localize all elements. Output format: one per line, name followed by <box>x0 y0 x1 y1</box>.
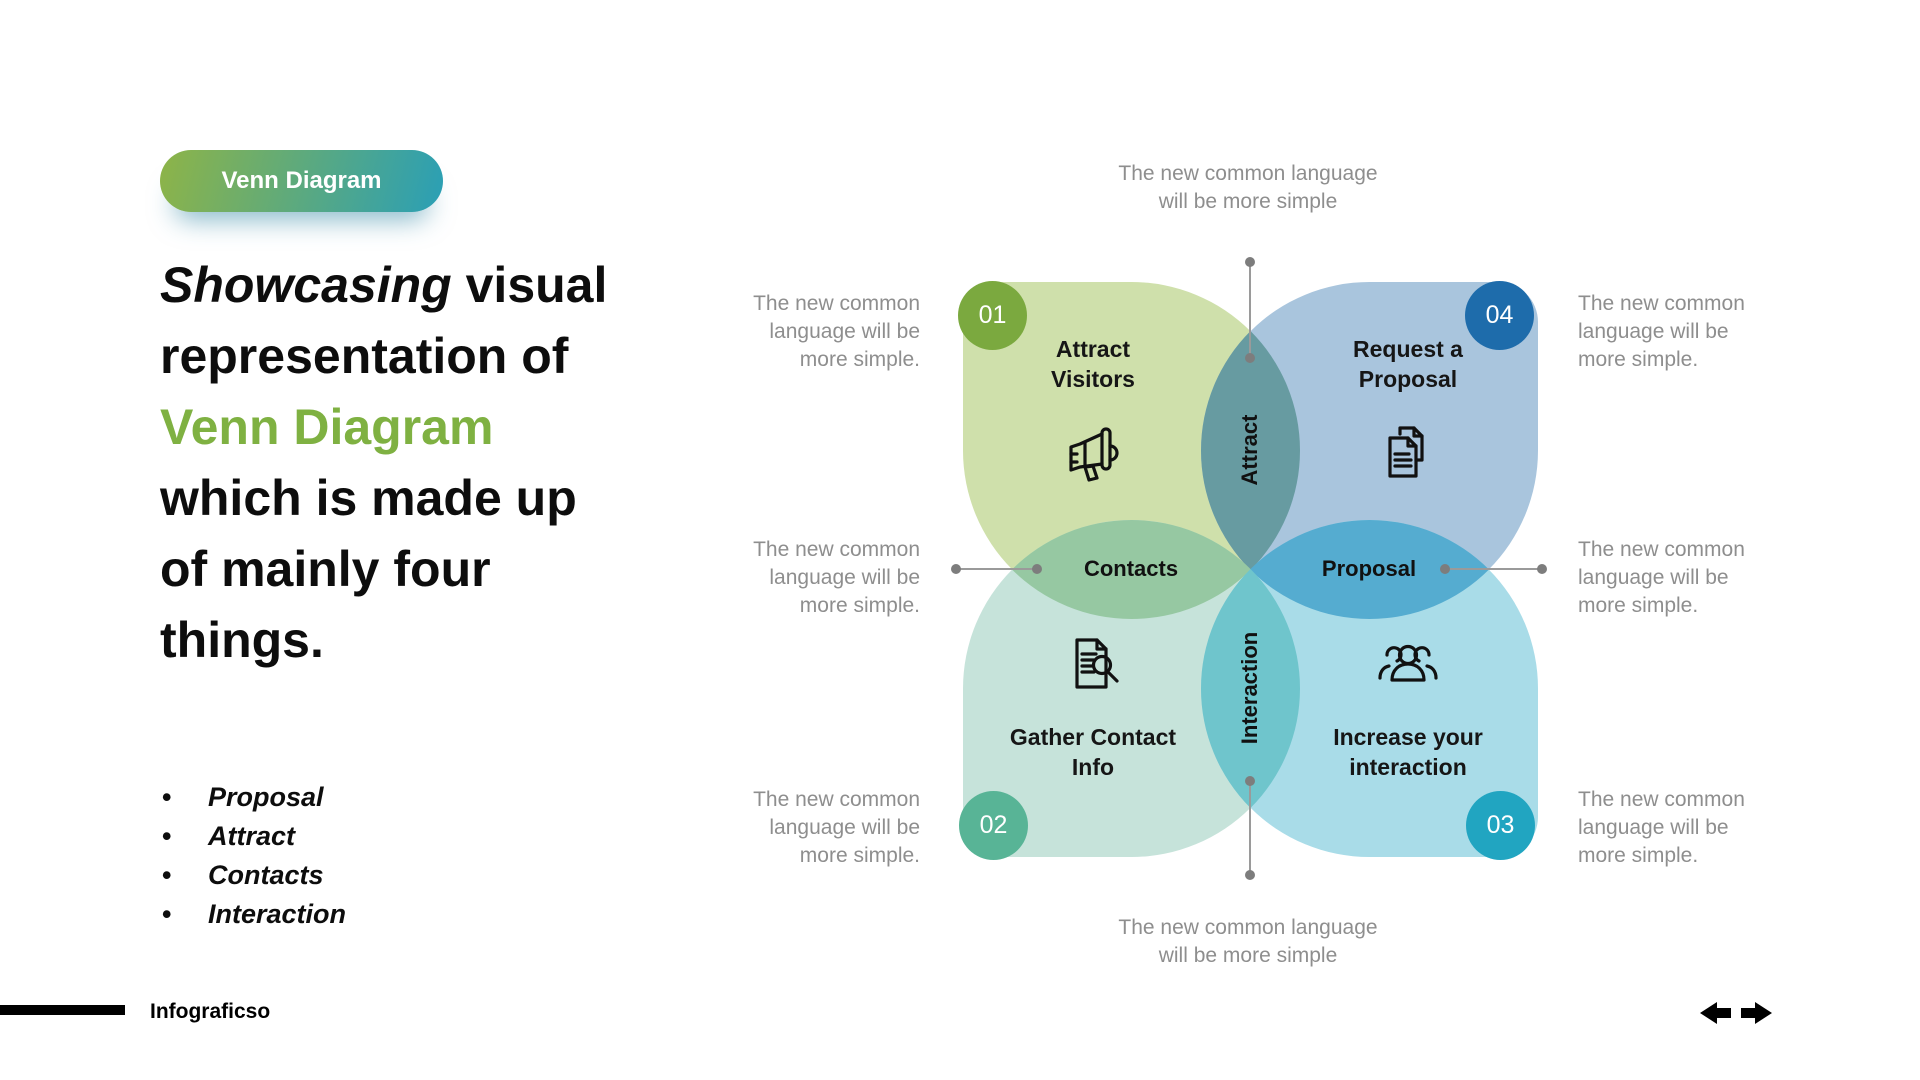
caption-line: The new common <box>753 292 920 315</box>
brand-name: Infograficso <box>150 1000 271 1023</box>
caption-line: language will be <box>769 566 920 589</box>
connector-bottom <box>1249 781 1251 875</box>
nav-arrows <box>1700 1002 1772 1024</box>
megaphone-icon <box>1069 427 1119 482</box>
petal-content-gather-contact-info: Gather Contact Info <box>993 632 1193 782</box>
list-item-label: Attract <box>208 821 296 851</box>
caption-line: language will be <box>769 816 920 839</box>
connector-dot <box>1245 870 1255 880</box>
caption-line: language will be <box>1578 566 1729 589</box>
caption-bottom: The new common language will be more sim… <box>1078 914 1418 970</box>
tag-pill-label: Venn Diagram <box>221 167 382 194</box>
headline-line4: which is made up <box>160 470 577 526</box>
connector-right <box>1445 568 1542 570</box>
caption-line: language will be <box>1578 816 1729 839</box>
caption-line: The new common <box>753 538 920 561</box>
list-item: Interaction <box>160 895 346 934</box>
venn-diagram-tag-pill: Venn Diagram <box>160 150 443 212</box>
petal-title: Attract Visitors <box>1051 336 1135 392</box>
list-item-label: Contacts <box>208 860 324 890</box>
list-item: Proposal <box>160 778 346 817</box>
list-item-label: Proposal <box>208 782 324 812</box>
number-badge-04: 04 <box>1465 281 1534 350</box>
number-badge-03: 03 <box>1466 791 1535 860</box>
caption-line: language will be <box>1578 320 1729 343</box>
venn-diagram: Attract Contacts Proposal Interaction 01… <box>951 257 1547 880</box>
petal-content-increase-your-interaction: Increase your interaction <box>1308 632 1508 782</box>
list-item: Contacts <box>160 856 346 895</box>
caption-line: will be more simple <box>1158 944 1338 967</box>
list-item: Attract <box>160 817 346 856</box>
caption-right-middle: The new common language will be more sim… <box>1578 536 1798 620</box>
caption-line: The new common <box>753 788 920 811</box>
headline-line5: of mainly four <box>160 541 491 597</box>
caption-line: will be more simple <box>1158 190 1338 213</box>
slide-navigation <box>1700 1000 1772 1026</box>
connector-dot <box>1245 353 1255 363</box>
caption-line: The new common <box>1578 788 1745 811</box>
number-badge-01: 01 <box>958 281 1027 350</box>
caption-right-bottom: The new common language will be more sim… <box>1578 786 1798 870</box>
caption-line: more simple. <box>1578 594 1699 617</box>
connector-dot <box>951 564 961 574</box>
document-search-icon <box>1075 638 1119 689</box>
caption-line: more simple. <box>1578 348 1699 371</box>
lens-label-proposal: Proposal <box>1321 556 1417 581</box>
number-badge-02: 02 <box>959 791 1028 860</box>
list-item-label: Interaction <box>208 899 347 929</box>
headline-line6: things. <box>160 612 324 668</box>
caption-line: The new common <box>1578 292 1745 315</box>
lens-label-contacts: Contacts <box>1083 556 1179 581</box>
people-group-icon <box>1378 644 1438 682</box>
caption-left-bottom: The new common language will be more sim… <box>700 786 920 870</box>
footer-accent-bar <box>0 1005 125 1015</box>
caption-line: The new common language <box>1118 916 1378 939</box>
connector-left <box>956 568 1037 570</box>
caption-left-middle: The new common language will be more sim… <box>700 536 920 620</box>
caption-line: more simple. <box>799 844 920 867</box>
prev-arrow-icon[interactable] <box>1700 1002 1731 1024</box>
caption-line: language will be <box>769 320 920 343</box>
lens-label-attract: Attract <box>1237 414 1262 486</box>
caption-line: more simple. <box>1578 844 1699 867</box>
headline-line1-rest: visual <box>451 257 608 313</box>
caption-left-top: The new common language will be more sim… <box>700 290 920 374</box>
connector-dot <box>1537 564 1547 574</box>
connector-dot <box>1032 564 1042 574</box>
next-arrow-icon[interactable] <box>1741 1002 1772 1024</box>
petal-title: Increase your interaction <box>1333 724 1483 780</box>
documents-icon <box>1388 426 1424 478</box>
caption-right-top: The new common language will be more sim… <box>1578 290 1798 374</box>
key-terms-list: Proposal Attract Contacts Interaction <box>160 778 346 934</box>
headline-line2: representation of <box>160 328 569 384</box>
lens-label-interaction: Interaction <box>1237 631 1262 745</box>
caption-line: The new common <box>1578 538 1745 561</box>
caption-top: The new common language will be more sim… <box>1078 160 1418 216</box>
petal-title: Request a Proposal <box>1353 336 1463 392</box>
connector-dot <box>1245 776 1255 786</box>
connector-dot <box>1440 564 1450 574</box>
headline-italic-word: Showcasing <box>160 257 452 313</box>
connector-dot <box>1245 257 1255 267</box>
caption-line: more simple. <box>799 348 920 371</box>
petal-content-request-a-proposal: Request a Proposal <box>1308 334 1508 484</box>
headline-highlight: Venn Diagram <box>160 399 494 455</box>
caption-line: The new common language <box>1118 162 1378 185</box>
petal-title: Gather Contact Info <box>1009 724 1177 780</box>
headline: Showcasing visual representation of Venn… <box>160 250 720 676</box>
connector-top <box>1249 262 1251 358</box>
petal-content-attract-visitors: Attract Visitors <box>993 334 1193 484</box>
caption-line: more simple. <box>799 594 920 617</box>
